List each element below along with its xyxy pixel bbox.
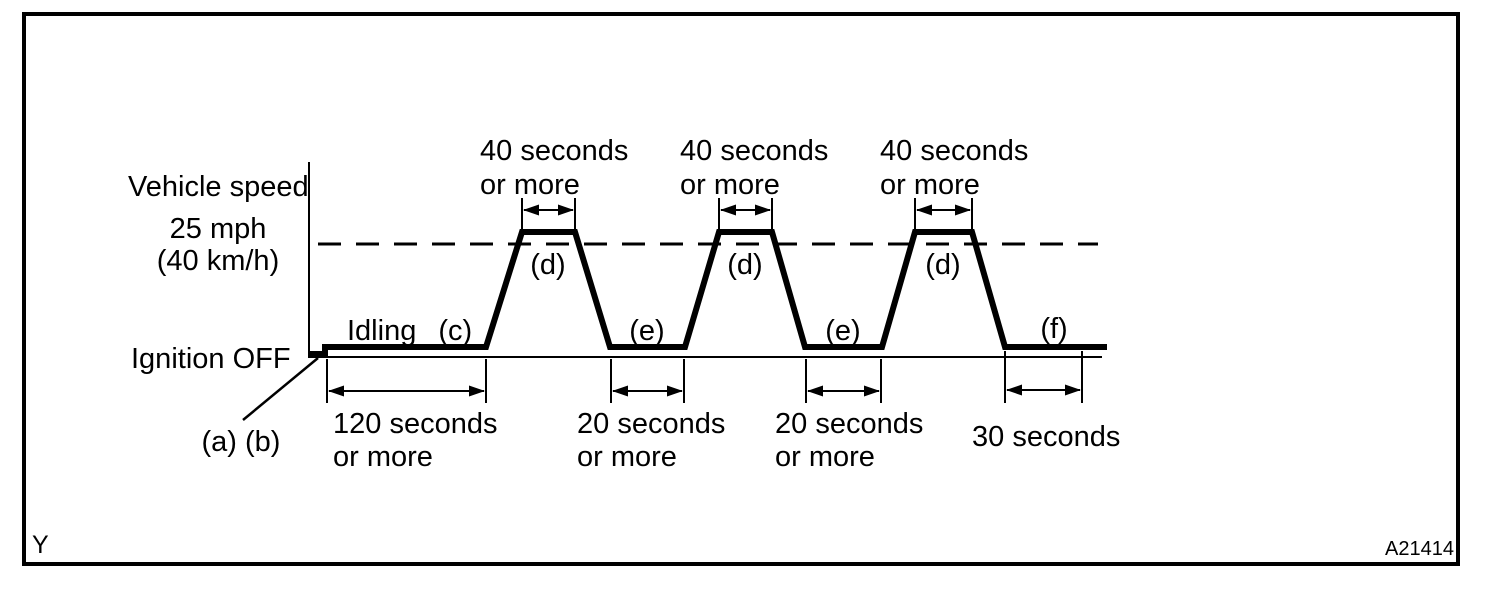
step-e-1: (e) [629,315,665,347]
duration-idle-between-2-line2: or more [775,441,875,473]
start-callout-line [242,357,319,421]
duration-idling: 120 seconds or more [333,408,497,474]
duration-drive-3-line2: or more [880,169,980,201]
duration-idle-between-1: 20 seconds or more [577,408,725,474]
duration-drive-1: 40 seconds or more [480,134,628,202]
duration-drive-1-line1: 40 seconds [480,135,629,167]
duration-idling-line1: 120 seconds [333,408,498,440]
figure-border [22,12,1460,566]
y-axis-label-vehicle-speed: Vehicle speed [128,171,309,203]
step-e-2: (e) [825,315,861,347]
dim-drive-1 [521,198,576,229]
duration-drive-1-line2: or more [480,169,580,201]
step-a-b: (a) (b) [201,426,281,458]
duration-drive-2-line2: or more [680,169,780,201]
duration-drive-3: 40 seconds or more [880,134,1028,202]
duration-idling-line2: or more [333,441,433,473]
duration-drive-3-line1: 40 seconds [880,135,1029,167]
duration-idle-between-2-line1: 20 seconds [775,408,924,440]
step-c: (c) [438,315,473,347]
y-axis-label-ignition-off: Ignition OFF [131,343,291,375]
duration-drive-2-line1: 40 seconds [680,135,829,167]
duration-drive-2: 40 seconds or more [680,134,828,202]
dim-drive-3 [914,198,973,229]
idling-word: Idling [347,315,417,347]
dim-idling [326,359,487,403]
step-d-1: (d) [530,249,566,281]
dim-final-idle [1004,351,1083,403]
dim-drive-2 [718,198,773,229]
y-axis-label-speed-kmh: (40 km/h) [156,245,280,277]
step-label-idling: Idling (c) [347,315,472,347]
step-d-2: (d) [727,249,763,281]
figure-number: A21414 [1385,538,1454,560]
dim-idle-between-2 [805,359,882,403]
duration-final-idle: 30 seconds [972,421,1121,453]
step-f: (f) [1040,313,1068,345]
y-axis-label-speed-mph: 25 mph [169,213,267,245]
dim-idle-between-1 [610,359,685,403]
frame-section-mark: Y [32,531,49,559]
duration-idle-between-2: 20 seconds or more [775,408,923,474]
step-d-3: (d) [925,249,961,281]
duration-idle-between-1-line2: or more [577,441,677,473]
duration-idle-between-1-line1: 20 seconds [577,408,726,440]
vehicle-speed-trace [309,229,1107,357]
